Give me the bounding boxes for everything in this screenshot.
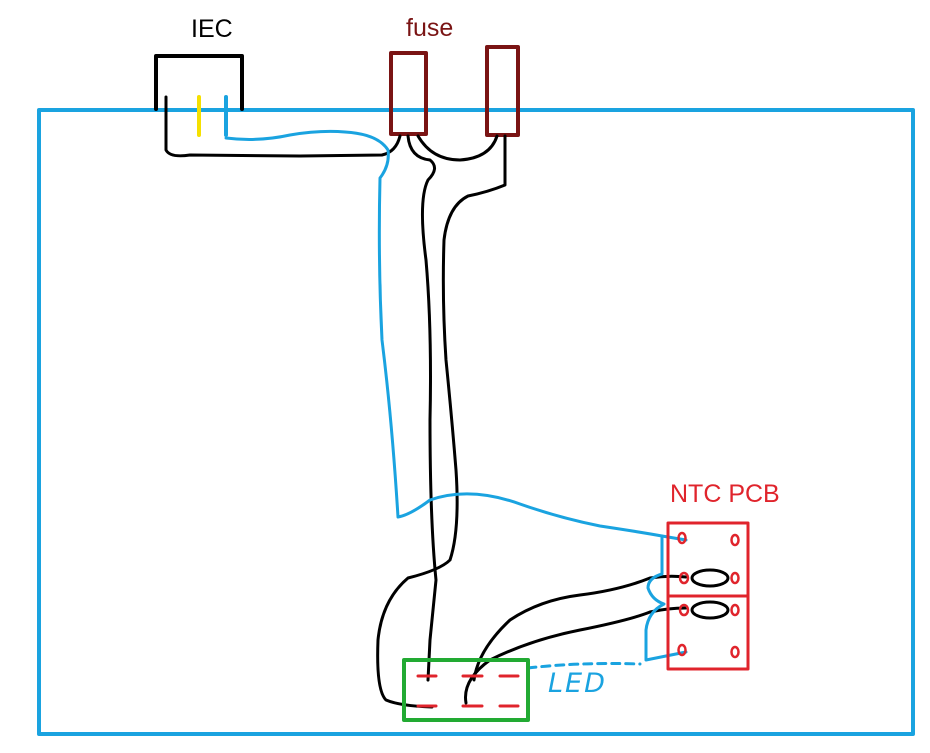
ntc-pcb-pads <box>677 531 740 659</box>
illuminated-switch <box>402 658 530 722</box>
iec-inlet <box>154 54 244 111</box>
wire-switch-to-ntc-upper <box>472 574 688 682</box>
fuse-holder-right <box>485 45 520 137</box>
ntc-thermistor-lower <box>690 600 730 620</box>
led-label: LED <box>548 668 607 699</box>
wire-fuse-right-to-switch <box>376 134 507 709</box>
fuse-holder-left <box>389 51 428 136</box>
switch-terminals <box>416 674 520 708</box>
wire-switch-to-ntc-lower <box>464 606 688 705</box>
wire-neutral <box>224 129 688 542</box>
wire-neutral-ntc-link <box>644 534 688 662</box>
wire-led-dashed <box>526 662 642 670</box>
fuse-label: fuse <box>406 14 454 42</box>
enclosure-outline <box>37 108 915 736</box>
wire-iec-live-to-fuse <box>164 95 402 158</box>
iec-label: IEC <box>191 15 233 43</box>
wire-fuse-left-to-switch <box>406 134 438 682</box>
wire-fuse-bridge <box>416 134 499 162</box>
ntc-pcb-label: NTC PCB <box>670 480 780 508</box>
ntc-thermistor-upper <box>690 568 730 588</box>
